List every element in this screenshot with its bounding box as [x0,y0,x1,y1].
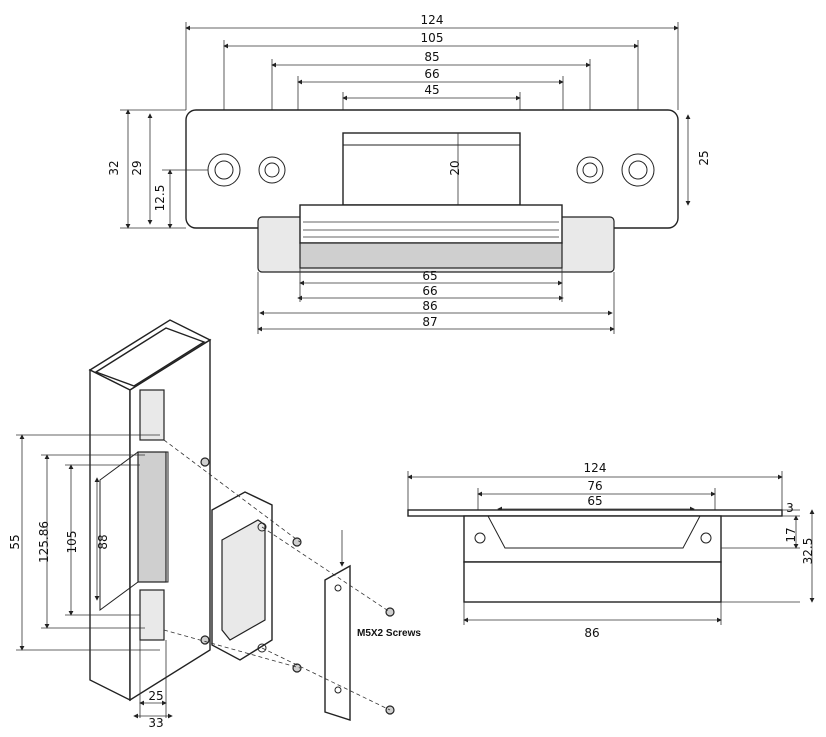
top-view: 124 105 85 66 45 20 [107,13,711,334]
dim-side-3: 3 [786,501,794,515]
keeper [342,132,521,206]
dim-height-29: 29 [130,160,144,175]
dim-top-45: 45 [424,83,439,97]
side-plate [407,509,783,517]
top-bottom-dims [257,268,615,334]
dim-top-66: 66 [424,67,439,81]
dim-top-105: 105 [421,31,444,45]
dim-install-25: 25 [148,689,163,703]
strike-faceplate [324,564,351,721]
dim-height-25: 25 [697,150,711,165]
dim-install-88: 88 [96,534,110,549]
side-view: 124 76 65 86 3 17 32.5 [407,461,815,640]
top-height-dims [120,109,691,229]
dim-install-125-86: 125.86 [37,521,51,563]
dim-side-65: 65 [587,494,602,508]
screws-label: M5X2 Screws [357,628,421,639]
dim-bottom-65: 65 [422,269,437,283]
dim-bottom-87: 87 [422,315,437,329]
dim-side-17: 17 [784,527,798,542]
dim-bottom-86: 86 [422,299,437,313]
dim-install-55: 55 [8,534,22,549]
install-dims [16,434,160,651]
dim-center-20: 20 [448,160,462,175]
dim-side-124: 124 [584,461,607,475]
side-upper-body [463,515,722,563]
dim-bottom-66: 66 [422,284,437,298]
dim-top-85: 85 [424,50,439,64]
dim-height-32: 32 [107,160,121,175]
dim-top-124: 124 [421,13,444,27]
dim-install-33: 33 [148,716,163,730]
latch-lower [299,242,563,269]
frame-plate-top [139,389,165,441]
assembly-lines [163,439,391,711]
dim-side-32-5: 32.5 [801,538,815,565]
side-lower-body [463,561,722,603]
dim-install-105: 105 [65,531,79,554]
dim-height-12-5: 12.5 [153,185,167,212]
frame-plate-bottom [139,589,165,641]
dim-side-76: 76 [587,479,602,493]
dim-side-86: 86 [584,626,599,640]
install-view: 55 125.86 105 88 25 33 [8,319,421,730]
